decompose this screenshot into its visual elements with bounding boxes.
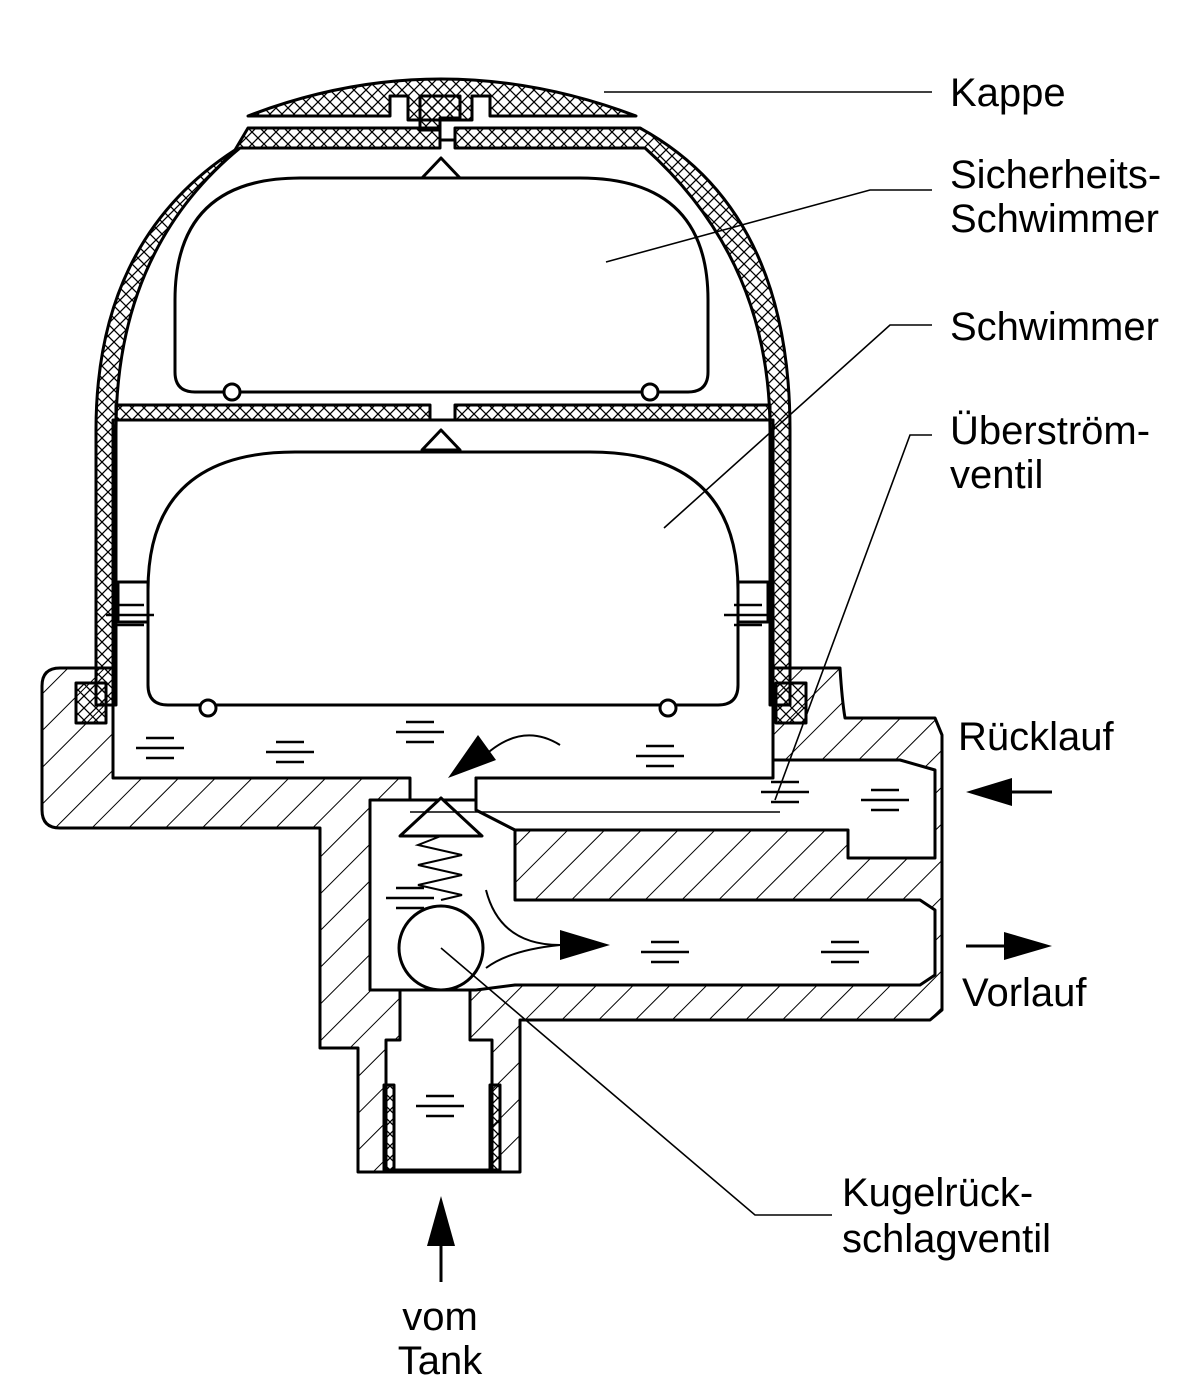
label-vom-tank-2: Tank: [398, 1339, 483, 1383]
label-sicherheits-schwimmer-2: Schwimmer: [950, 197, 1159, 241]
fuel-level-marks: [106, 603, 909, 1118]
inlet-bushing: [382, 1083, 502, 1172]
label-schwimmer: Schwimmer: [950, 305, 1159, 349]
label-kugelrueckschlagventil-1: Kugelrück-: [842, 1171, 1033, 1215]
label-ueberstroemventil-1: Überström-: [950, 409, 1150, 453]
overflow-valve: [398, 796, 484, 901]
label-vorlauf: Vorlauf: [962, 971, 1087, 1015]
leader-lines: [410, 91, 932, 1216]
label-kappe: Kappe: [950, 71, 1066, 115]
return-arrow: [966, 778, 1052, 806]
safety-float: [173, 176, 710, 402]
label-vom-tank-1: vom: [402, 1295, 478, 1339]
internal-flow-arrows: [448, 734, 610, 969]
label-sicherheits-schwimmer-1: Sicherheits-: [950, 153, 1161, 197]
upper-valve-cone: [420, 156, 462, 180]
label-kugelrueckschlagventil-2: schlagventil: [842, 1217, 1051, 1261]
tank-inlet-arrow: [427, 1196, 455, 1282]
main-float: [116, 450, 770, 718]
supply-arrow: [966, 932, 1052, 960]
lower-valve-cone: [420, 428, 462, 452]
housing-dome: [74, 94, 808, 725]
labels: Kappe Sicherheits- Schwimmer Schwimmer Ü…: [398, 71, 1161, 1383]
label-ruecklauf: Rücklauf: [958, 715, 1115, 759]
label-ueberstroemventil-2: ventil: [950, 453, 1043, 497]
